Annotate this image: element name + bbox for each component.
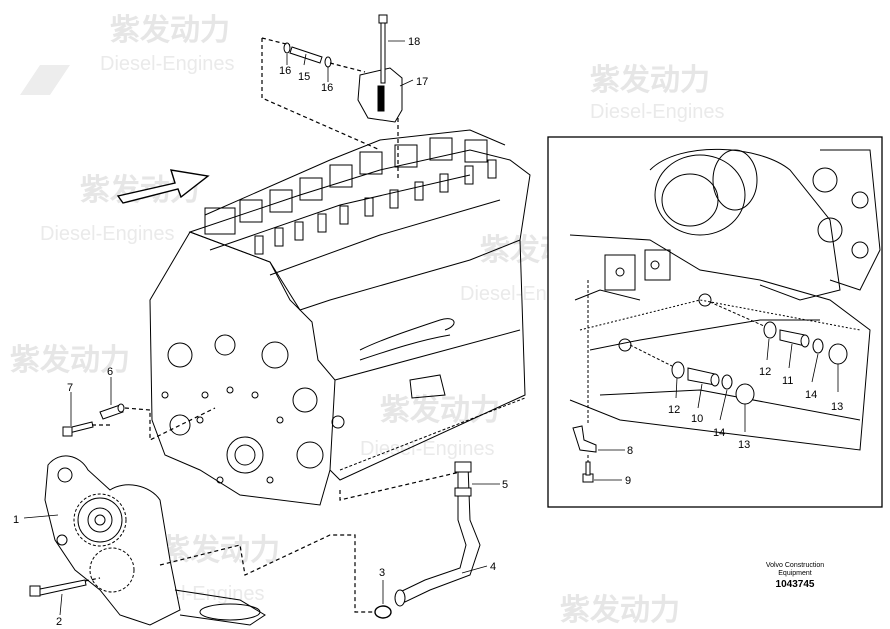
leader-lines bbox=[23, 40, 500, 616]
inset-detail: 8 9 10 11 12 12 13 13 14 14 bbox=[547, 136, 883, 508]
callout-13b: 13 bbox=[831, 401, 843, 413]
callout-14b: 14 bbox=[805, 389, 817, 401]
inset-engine-block bbox=[569, 148, 881, 451]
valve-springs bbox=[254, 159, 497, 255]
callout-5: 5 bbox=[502, 479, 508, 491]
washer-14a-icon bbox=[721, 374, 733, 390]
watermark-en: Diesel-Engines bbox=[590, 101, 725, 123]
bolt-18-icon bbox=[378, 14, 388, 84]
watermark-cn: 紫发动力 bbox=[380, 394, 500, 427]
callout-16a: 16 bbox=[279, 65, 291, 77]
caption-number: 1043745 bbox=[776, 579, 815, 590]
seal-12a-icon bbox=[671, 361, 685, 379]
watermark-cn: 紫发动力 bbox=[160, 534, 280, 567]
pump-gear-icon bbox=[73, 493, 135, 593]
inset-dashed-lines bbox=[587, 280, 765, 462]
callout-15: 15 bbox=[298, 71, 310, 83]
caption-line2: Equipment bbox=[778, 570, 812, 577]
callout-6: 6 bbox=[107, 366, 113, 378]
watermark-logo-icon bbox=[20, 65, 70, 95]
inset-leader-lines bbox=[594, 338, 839, 481]
oil-pump-assembly bbox=[29, 455, 266, 626]
washer-16a-icon bbox=[283, 42, 291, 54]
caption: Volvo Construction Equipment 1043745 bbox=[766, 562, 824, 590]
callout-3: 3 bbox=[379, 567, 385, 579]
seal-12b-icon bbox=[763, 321, 777, 339]
washer-14b-icon bbox=[812, 338, 824, 354]
cap-13b-icon bbox=[828, 343, 848, 365]
watermark-cn: 紫发动力 bbox=[560, 594, 680, 627]
callout-12b: 12 bbox=[759, 366, 771, 378]
callout-4: 4 bbox=[490, 561, 496, 573]
inset-parts bbox=[572, 321, 848, 483]
callout-1: 1 bbox=[13, 514, 19, 526]
bolt-2-icon bbox=[29, 579, 87, 597]
bracket-17-icon bbox=[357, 67, 403, 123]
cap-13a-icon bbox=[735, 383, 755, 405]
watermark-en: Diesel-Engines bbox=[40, 223, 175, 245]
callout-8: 8 bbox=[627, 445, 633, 457]
callout-13a: 13 bbox=[738, 439, 750, 451]
callout-17: 17 bbox=[416, 76, 428, 88]
watermark-en: Diesel-Engines bbox=[360, 438, 495, 460]
watermark-cn: 紫发动力 bbox=[10, 344, 130, 377]
watermark-en: Diesel-Engines bbox=[100, 53, 235, 75]
front-direction-arrow-icon bbox=[116, 169, 210, 204]
front-cover-holes bbox=[161, 334, 324, 484]
callout-7: 7 bbox=[67, 382, 73, 394]
callouts-inset: 8 9 10 11 12 12 13 13 14 14 bbox=[625, 366, 843, 487]
engine-block bbox=[149, 129, 531, 506]
callout-16b: 16 bbox=[321, 82, 333, 94]
callout-18: 18 bbox=[408, 36, 420, 48]
watermark-cn: 紫发动力 bbox=[590, 64, 710, 97]
callouts-main: 1 2 3 4 5 6 7 15 16 16 17 18 bbox=[13, 36, 508, 628]
callout-2: 2 bbox=[56, 616, 62, 628]
watermark-cn: 紫发动力 bbox=[110, 14, 230, 47]
rocker-arms bbox=[204, 137, 488, 235]
bracket-8-icon bbox=[572, 425, 597, 453]
bolt-7-icon bbox=[62, 421, 94, 437]
callout-12a: 12 bbox=[668, 404, 680, 416]
o-ring-3-icon bbox=[374, 605, 392, 619]
callout-10: 10 bbox=[691, 413, 703, 425]
suction-pipe bbox=[394, 461, 481, 607]
washer-16b-icon bbox=[324, 56, 332, 68]
callout-14a: 14 bbox=[713, 427, 725, 439]
callout-11: 11 bbox=[782, 375, 793, 387]
caption-line1: Volvo Construction bbox=[766, 562, 824, 569]
dowel-6-icon bbox=[99, 403, 125, 420]
callout-9: 9 bbox=[625, 475, 631, 487]
assembly-lines bbox=[84, 37, 461, 613]
